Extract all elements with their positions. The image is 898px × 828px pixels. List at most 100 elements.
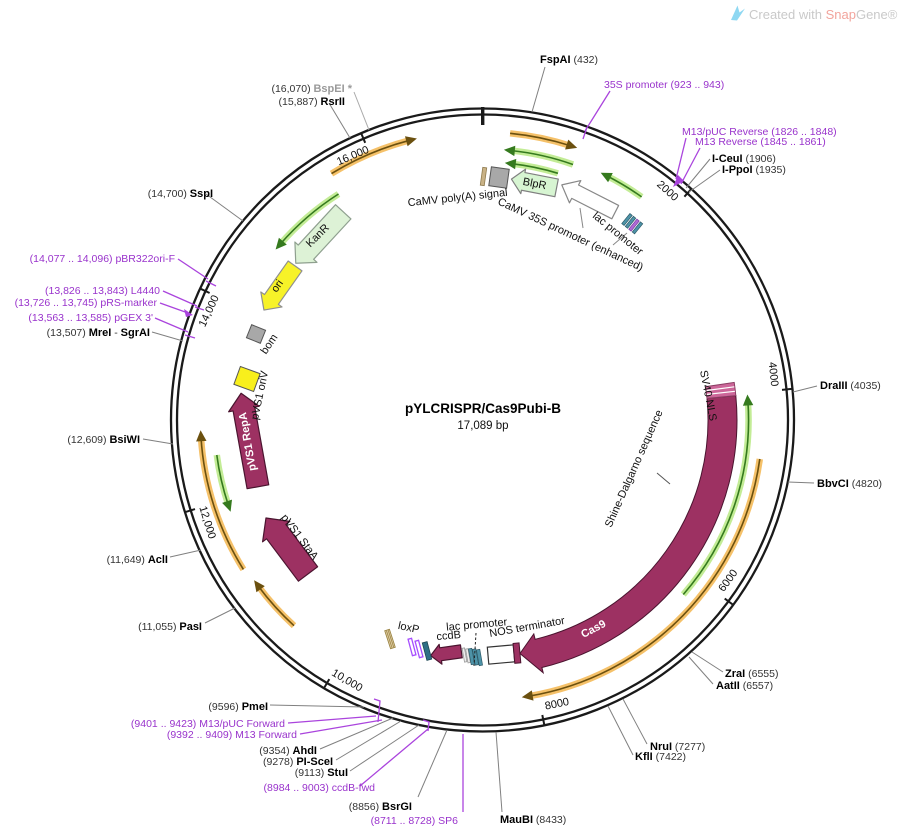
orf-arc-9-head <box>600 172 613 183</box>
feature-shapes <box>233 166 738 675</box>
plasmid-name: pYLCRISPR/Cas9Pubi-B <box>405 401 561 416</box>
orf-arc-10-head <box>742 394 754 406</box>
lac-bar <box>461 647 468 663</box>
prs-marker-arrowhead <box>184 309 193 317</box>
orf-arc-5 <box>197 436 247 572</box>
site-maubi: MauBI (8433) <box>500 814 566 826</box>
orf-arc-5-head <box>196 430 207 442</box>
site-sspi: (14,700) SspI <box>148 188 213 200</box>
tan-bar <box>384 628 396 650</box>
tick-14000: 14,000 <box>197 293 222 329</box>
sv40-stripe <box>706 386 735 392</box>
sv40-stripe <box>706 390 735 395</box>
plasmid-backbone <box>169 107 796 733</box>
plasmid-title: pYLCRISPR/Cas9Pubi-B 17,089 bp <box>405 401 561 432</box>
site-aatii: AatII (6557) <box>716 680 773 692</box>
tick-8000: 8000 <box>544 696 570 713</box>
site-pmei: (9596) PmeI <box>208 701 268 713</box>
orf-arc-11-head <box>222 499 232 512</box>
lac-bar-top <box>631 221 644 235</box>
primer-sp6: (8711 .. 8728) SP6 <box>371 815 459 827</box>
label-camv-polya: CaMV poly(A) signal <box>407 187 508 209</box>
ccdb-arrow <box>430 643 463 665</box>
site-mrei-sgrai: (13,507) MreI - SgrAI <box>47 327 150 339</box>
lac-bar-top <box>621 213 633 226</box>
site-bbvci: BbvCI (4820) <box>817 478 882 490</box>
orf-arc-2 <box>509 130 572 149</box>
loxp-teal-bar <box>421 641 433 661</box>
lac-bar <box>468 647 475 666</box>
label-ori: ori <box>269 278 286 295</box>
primer-m13-puc-forward: (9401 .. 9423) M13/pUC Forward <box>131 718 285 730</box>
pvs1-oriv-box <box>233 365 261 393</box>
orf-arrows <box>196 130 764 701</box>
cas9-arrow <box>519 395 738 675</box>
pvs1-repa-arrow <box>228 392 270 490</box>
lac-bar <box>476 648 483 667</box>
camv35s-arrow <box>561 179 620 220</box>
loxp-bar <box>407 637 417 657</box>
feature-arrows <box>228 168 620 665</box>
site-ahdi: (9354) AhdI <box>259 745 317 757</box>
orf-arc-1-head <box>405 136 417 147</box>
primer-prs-marker: (13,726 .. 13,745) pRS-marker <box>15 297 158 309</box>
orf-arc-9-line <box>606 175 643 198</box>
site-iceui: I-CeuI (1906) <box>712 153 776 165</box>
watermark-text: Created with SnapGene® <box>749 7 898 22</box>
ori-arrow <box>260 260 303 311</box>
site-labels: FspAI (432) 35S promoter (923 .. 943) M1… <box>15 54 882 827</box>
site-nrui: NruI (7277) <box>650 741 705 753</box>
lac-bar-top <box>624 215 637 229</box>
primer-pbr322ori-f: (14,077 .. 14,096) pBR322ori-F <box>30 253 175 265</box>
lac-bar <box>472 648 479 666</box>
scale-ticks <box>184 132 794 726</box>
site-bsiwi: (12,609) BsiWI <box>67 434 140 446</box>
site-bsrgi: (8856) BsrGI <box>349 801 412 813</box>
bom-box <box>245 324 267 344</box>
origin-tick <box>481 107 485 125</box>
site-ippoi: I-PpoI (1935) <box>722 164 786 176</box>
orf-arc-10-line <box>682 401 750 596</box>
blpr-arrow <box>510 168 559 198</box>
tick-4000: 4000 <box>766 361 780 387</box>
label-loxp: loxP <box>397 620 420 636</box>
leader-lines <box>142 66 818 813</box>
orf-arc-2-head <box>565 139 578 150</box>
watermark: Created with SnapGene® <box>731 5 898 22</box>
site-draiii: DraIII (4035) <box>820 380 881 392</box>
sv40-nls-box <box>704 381 737 399</box>
nos-terminator-box <box>486 642 522 665</box>
camv-polya-bar <box>479 166 488 187</box>
lac-bar <box>465 648 471 664</box>
orf-arc-6-head <box>275 237 287 250</box>
site-rsrii: (15,887) RsrII <box>279 96 346 108</box>
loxp-bar <box>414 639 424 659</box>
orf-arc-1-line <box>331 139 411 175</box>
site-bspei: (16,070) BspEI * <box>271 83 352 95</box>
orf-arc-7-head <box>503 145 516 157</box>
camv-polya-box <box>488 166 510 189</box>
primer-m13-forward: (9392 .. 9409) M13 Forward <box>167 729 297 741</box>
primer-m13-puc-reverse: M13/pUC Reverse (1826 .. 1848) <box>682 126 837 138</box>
orf-arc-3-line <box>528 458 761 697</box>
site-stui: (9113) StuI <box>295 767 348 779</box>
lac-dashed-leader <box>473 632 477 667</box>
m13-reverse-arrowhead <box>673 175 684 187</box>
label-shine-dalgarno: Shine-Dalgarno sequence <box>603 408 666 529</box>
site-zrai: ZraI (6555) <box>725 668 778 680</box>
orf-arc-5-line <box>200 437 245 570</box>
orf-arc-4-head <box>254 580 265 593</box>
site-piscei: (9278) PI-SceI <box>263 756 333 768</box>
label-blpr: BlpR <box>522 176 548 192</box>
site-kfli: KflI (7422) <box>635 751 686 763</box>
primer-ccdb-fwd: (8984 .. 9003) ccdB-fwd <box>264 782 376 794</box>
orf-arc-3-head <box>521 690 534 701</box>
label-ccdb: ccdB <box>436 629 461 643</box>
label-lac-promoter-bottom: lac promoter <box>446 616 508 633</box>
site-pasi: (11,055) PasI <box>138 621 202 633</box>
plasmid-size: 17,089 bp <box>457 420 508 432</box>
orf-arc-6-line <box>279 193 339 245</box>
lac-bar-top <box>628 218 640 232</box>
